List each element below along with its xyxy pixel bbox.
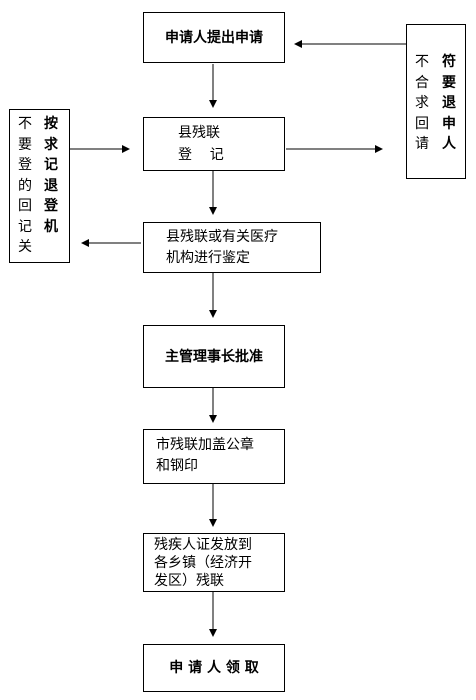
step-register-line1: 县残联 xyxy=(178,125,220,141)
step-receive-text: 申 请 人 领 取 xyxy=(169,660,259,676)
note-left-col1: 不要登的回记关 xyxy=(18,116,32,255)
note-left-col2: 按求记退登机 xyxy=(44,116,58,235)
step-approve-text: 主管理事长批准 xyxy=(165,348,263,365)
step-appraisal-box: 县残联或有关医疗 机构进行鉴定 xyxy=(143,222,321,273)
note-right-box: 不合求回请 符要退申人 xyxy=(406,24,466,179)
step-issue-line3: 发区）残联 xyxy=(154,573,224,589)
step-register-box: 县残联 登 记 xyxy=(143,117,285,171)
step-apply-text: 申请人提出申请 xyxy=(165,29,263,46)
step-seal-box: 市残联加盖公章 和钢印 xyxy=(143,429,285,484)
step-apply-box: 申请人提出申请 xyxy=(143,12,285,63)
note-left-box: 不要登的回记关 按求记退登机 xyxy=(9,109,70,263)
step-issue-line1: 残疾人证发放到 xyxy=(154,537,252,553)
step-seal-line1: 市残联加盖公章 xyxy=(156,437,254,453)
step-approve-box: 主管理事长批准 xyxy=(143,325,285,388)
step-issue-line2: 各乡镇（经济开 xyxy=(154,555,252,571)
step-appraisal-line2: 机构进行鉴定 xyxy=(166,250,250,266)
step-appraisal-line1: 县残联或有关医疗 xyxy=(166,229,278,245)
note-right-col1: 不合求回请 xyxy=(415,54,429,152)
step-seal-line2: 和钢印 xyxy=(156,458,198,474)
step-issue-box: 残疾人证发放到 各乡镇（经济开 发区）残联 xyxy=(143,533,285,592)
step-register-line2: 登 记 xyxy=(178,147,224,163)
note-right-col2: 符要退申人 xyxy=(442,54,456,152)
step-receive-box: 申 请 人 领 取 xyxy=(143,644,285,692)
